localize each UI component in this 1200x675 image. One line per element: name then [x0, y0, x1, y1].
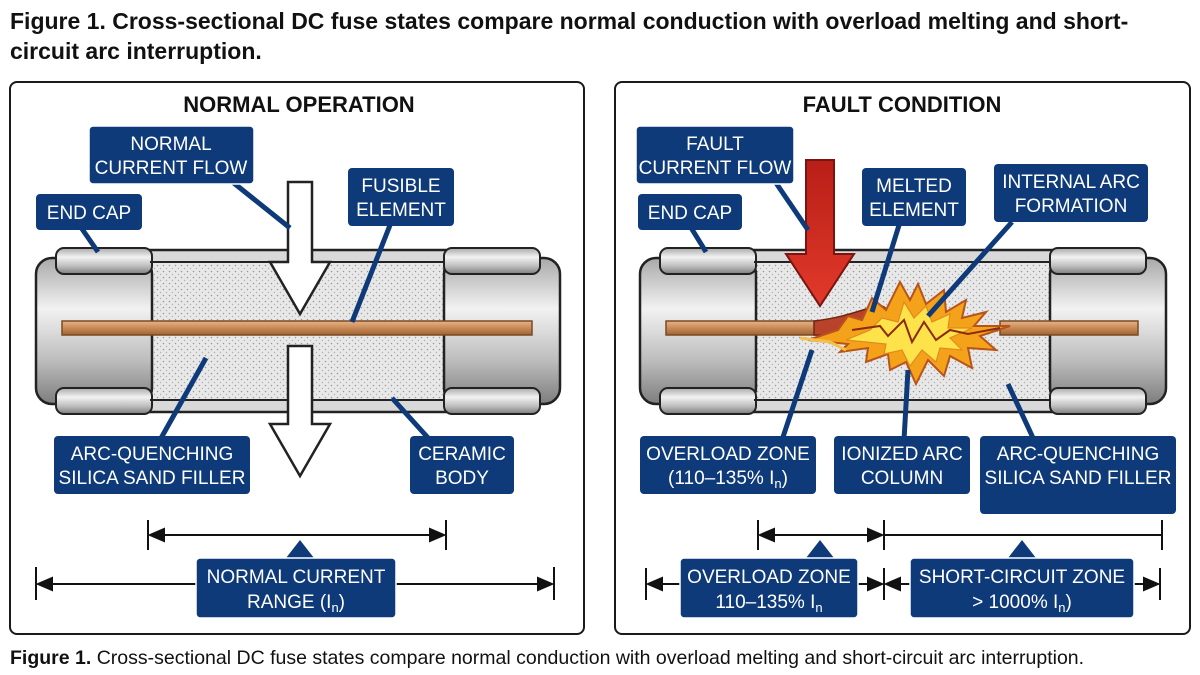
svg-text:CURRENT FLOW: CURRENT FLOW [639, 158, 792, 179]
svg-text:NORMAL CURRENT: NORMAL CURRENT [207, 567, 386, 588]
svg-text:> 1000% In): > 1000% In) [972, 592, 1072, 615]
fault-current-arrow [784, 159, 856, 308]
svg-text:MELTED: MELTED [876, 176, 952, 197]
normal-operation-panel: NORMAL OPERATION [9, 81, 585, 635]
fault-condition-panel: FAULT CONDITION [614, 81, 1191, 635]
svg-text:SHORT-CIRCUIT ZONE: SHORT-CIRCUIT ZONE [919, 567, 1125, 588]
svg-text:FAULT: FAULT [686, 134, 744, 155]
label-ionized-arc: IONIZED ARC COLUMN [834, 369, 970, 494]
label-arc-quenching-left: ARC-QUENCHING SILICA SAND FILLER [54, 356, 250, 494]
label-fusible-element: FUSIBLE ELEMENT [348, 168, 454, 323]
svg-text:ELEMENT: ELEMENT [869, 200, 959, 221]
svg-text:OVERLOAD ZONE: OVERLOAD ZONE [687, 567, 851, 588]
label-overload-zone: OVERLOAD ZONE (110–135% In) [640, 349, 816, 494]
svg-text:CURRENT FLOW: CURRENT FLOW [95, 158, 248, 179]
svg-text:COLUMN: COLUMN [861, 468, 943, 489]
label-melted-element: MELTED ELEMENT [862, 168, 966, 313]
svg-text:RANGE (In): RANGE (In) [247, 592, 345, 615]
current-arrow-in [267, 180, 333, 317]
fuse-fault [638, 247, 1168, 415]
label-end-cap-right: END CAP [638, 194, 742, 254]
panel-title-fault: FAULT CONDITION [803, 92, 1002, 117]
fusible-element-strip [61, 320, 533, 336]
figure-caption-text: Cross-sectional DC fuse states compare n… [91, 647, 1085, 669]
label-ceramic-body: CERAMIC BODY [390, 396, 514, 494]
element-intact-left [665, 320, 817, 336]
element-intact-right [999, 320, 1139, 336]
arc-lightning [851, 318, 1001, 345]
svg-text:INTERNAL ARC: INTERNAL ARC [1002, 172, 1140, 193]
figure-caption-top: Figure 1. Cross-sectional DC fuse states… [10, 8, 1129, 64]
figure-caption-bottom: Figure 1. Cross-sectional DC fuse states… [10, 646, 1195, 670]
label-arc-quenching-right: ARC-QUENCHING SILICA SAND FILLER [980, 382, 1176, 514]
label-overload-zone-dim: OVERLOAD ZONE 110–135% In [679, 557, 859, 619]
svg-text:ELEMENT: ELEMENT [356, 200, 446, 221]
label-fault-current-flow: FAULT CURRENT FLOW [635, 125, 811, 232]
svg-text:CERAMIC: CERAMIC [418, 444, 506, 465]
label-internal-arc: INTERNAL ARC FORMATION [926, 164, 1148, 318]
label-short-circuit-zone: SHORT-CIRCUIT ZONE > 1000% In) [909, 557, 1135, 619]
svg-text:ARC-QUENCHING: ARC-QUENCHING [997, 444, 1160, 465]
panel-title-normal: NORMAL OPERATION [183, 92, 414, 117]
svg-text:NORMAL: NORMAL [130, 134, 211, 155]
svg-text:END CAP: END CAP [648, 203, 732, 224]
current-arrow-out [267, 344, 333, 479]
svg-text:110–135% In: 110–135% In [715, 592, 822, 615]
dimension-overload [757, 520, 1163, 550]
svg-text:SILICA SAND FILLER: SILICA SAND FILLER [985, 468, 1172, 489]
svg-text:(110–135% In): (110–135% In) [668, 468, 788, 491]
svg-text:FORMATION: FORMATION [1015, 196, 1128, 217]
label-end-cap-left: END CAP [36, 194, 142, 254]
svg-text:BODY: BODY [435, 468, 489, 489]
svg-text:FUSIBLE: FUSIBLE [361, 176, 440, 197]
svg-text:END CAP: END CAP [47, 203, 131, 224]
svg-text:OVERLOAD ZONE: OVERLOAD ZONE [646, 444, 810, 465]
dimension-element-length [147, 520, 447, 550]
figure-caption-lead: Figure 1. [10, 647, 92, 669]
svg-text:ARC-QUENCHING: ARC-QUENCHING [71, 444, 234, 465]
label-normal-current-flow: NORMAL CURRENT FLOW [88, 125, 292, 230]
svg-text:SILICA SAND FILLER: SILICA SAND FILLER [59, 468, 246, 489]
svg-text:IONIZED ARC: IONIZED ARC [841, 444, 962, 465]
label-normal-current-range: NORMAL CURRENT RANGE (In) [195, 557, 397, 619]
